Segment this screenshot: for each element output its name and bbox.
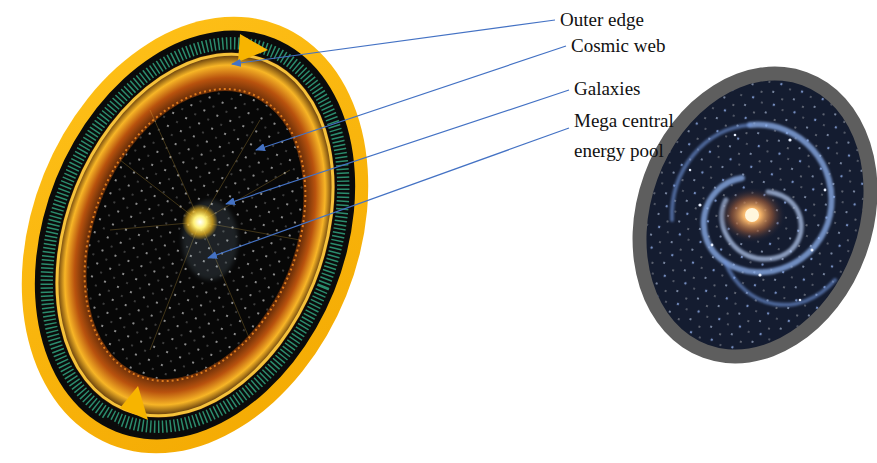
callout-label: Mega central energy pool <box>574 106 696 166</box>
callout-label: Outer edge <box>560 7 644 33</box>
callout-label: Cosmic web <box>571 33 665 59</box>
callout-label: Galaxies <box>574 76 640 102</box>
